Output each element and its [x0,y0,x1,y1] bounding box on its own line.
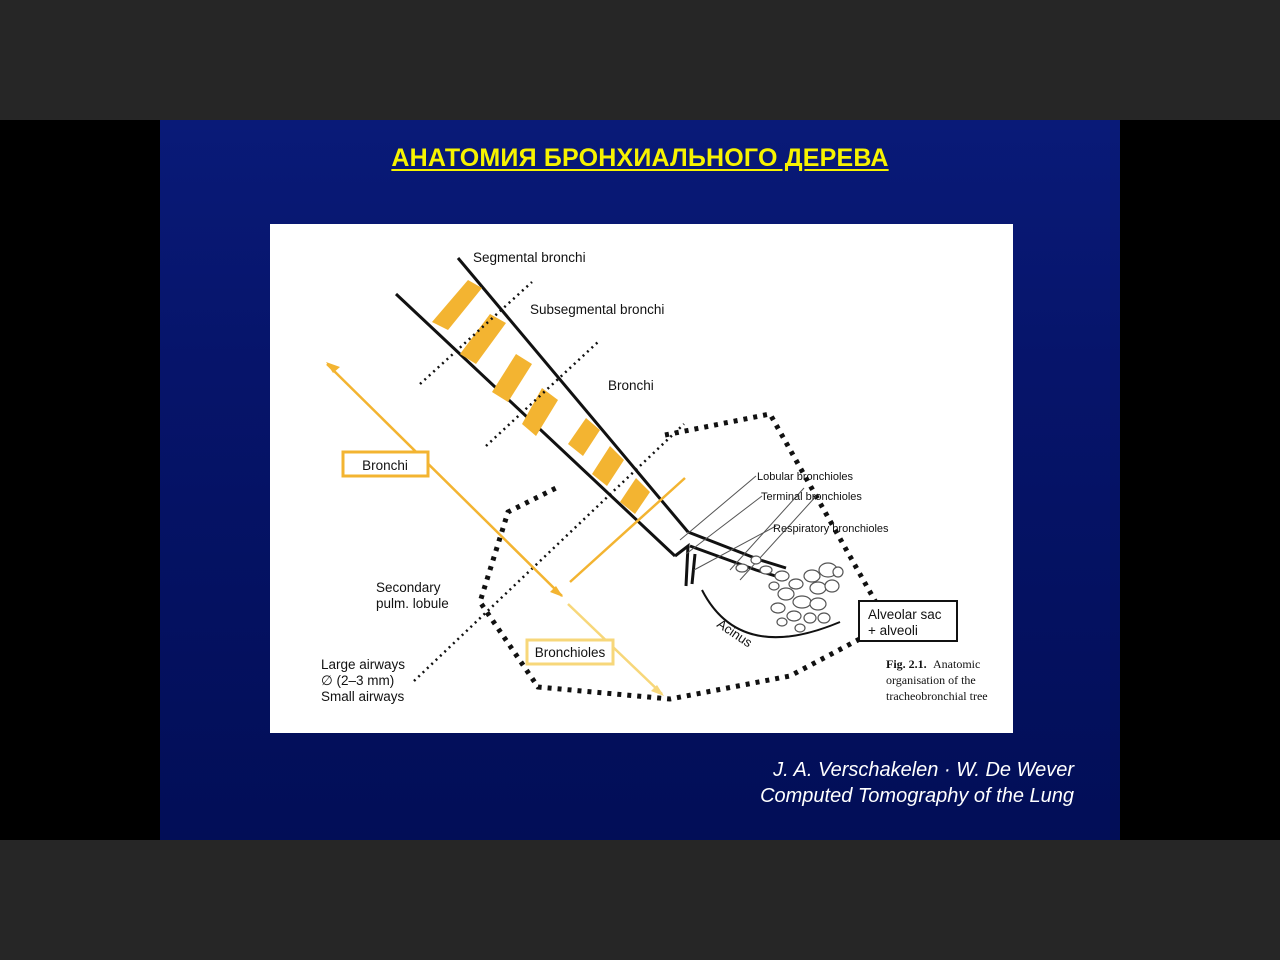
source-authors: J. A. Verschakelen · W. De Wever [773,759,1074,781]
top-letterbox [0,0,1280,120]
bronchi-end-marker [569,477,686,583]
bronchi-label: Bronchi [608,378,654,393]
bronchioles-extent-arrow [567,603,663,695]
secondary-lobule-label-1: Secondary [376,580,441,595]
alveolar-sac-box [858,600,958,642]
alveoli-label: + alveoli [868,623,918,638]
bronchioles-box-label: Bronchioles [535,645,606,660]
subsegmental-divider [485,341,599,447]
acinus-arc [701,589,841,639]
segmental-divider [419,281,533,385]
bronchi-label-box [341,450,430,478]
terminal-bronchioles-label: Terminal bronchioles [761,491,862,503]
small-airways-label: Small airways [321,689,405,704]
source-book-title: Computed Tomography of the Lung [760,785,1074,807]
alveolar-sac-label: Alveolar sac [868,607,942,622]
bronchi-box-label: Bronchi [362,458,408,473]
subsegmental-bronchi-label: Subsegmental bronchi [530,302,664,317]
figure-caption-line1: Fig. 2.1. Anatomic [886,657,980,671]
figure-number: Fig. 2.1. [886,657,927,671]
lobular-bronchioles-label: Lobular bronchioles [757,471,854,483]
respiratory-bronchioles-label: Respiratory bronchioles [773,523,889,535]
large-airways-label: Large airways [321,657,405,672]
bronchiole-leader-lines [679,475,819,581]
figure-caption-line3: tracheobronchial tree [886,689,988,703]
bronchi-extent-arrow [326,363,563,597]
bronchi-bands [432,280,650,514]
bronchi-arrowhead-bottom [550,586,563,597]
large-small-airways-divider [413,423,685,682]
secondary-lobule-outline [477,411,892,702]
bronchiole-branch [674,542,690,587]
acinus-label: Acinus [714,616,755,651]
bronchioles-arrowhead-bottom [651,685,664,696]
bronchi-arrowhead-top [326,362,340,373]
alveoli-cluster [735,555,844,633]
diameter-label: ∅ (2–3 mm) [321,673,394,688]
presentation-slide: АНАТОМИЯ БРОНХИАЛЬНОГО ДЕРЕВА [160,120,1120,840]
bronchiole-branch-inner [690,553,697,585]
slide-title: АНАТОМИЯ БРОНХИАЛЬНОГО ДЕРЕВА [391,144,889,172]
secondary-lobule-label-2: pulm. lobule [376,596,449,611]
bottom-letterbox [0,840,1280,960]
figure-caption-line2: organisation of the [886,673,976,687]
segmental-bronchi-label: Segmental bronchi [473,250,586,265]
airway-wall-upper [456,257,690,533]
bronchioles-label-box [525,638,615,666]
figure-caption-text1: Anatomic [933,657,980,671]
bronchial-tree-figure: Bronchi Bronchioles Alveolar sac + alveo… [270,224,1013,733]
terminal-bronchiole-lower [689,544,783,580]
